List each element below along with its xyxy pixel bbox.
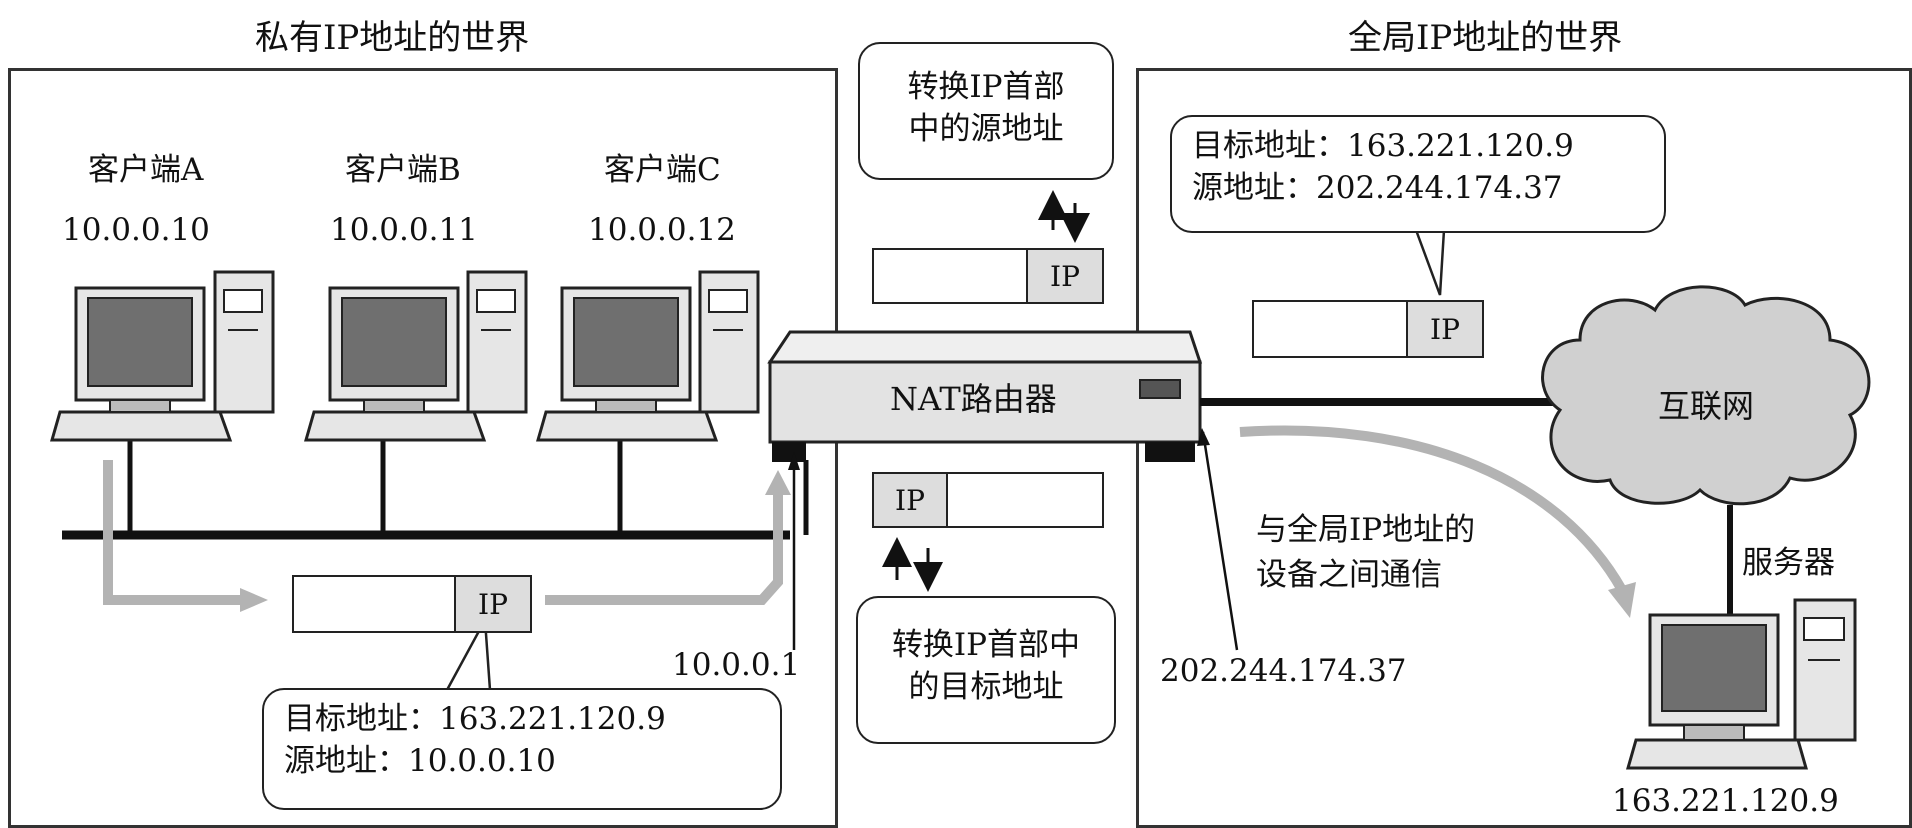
router-lan-ip: 10.0.0.1 [672,647,801,683]
flow-arrow-packet-to-router [545,495,783,605]
translate-dst-line1: 转换IP首部中 [891,627,1081,663]
global-dst-address: 目标地址：163.221.120.9 [1192,128,1574,164]
client-c-name: 客户端C [604,152,721,188]
packet-data [294,577,454,631]
global-region-title: 全局IP地址的世界 [1348,18,1623,58]
internet-label: 互联网 [1658,387,1755,425]
packet-data [1254,302,1406,356]
packet-translated-src: IP [872,248,1104,304]
nat-router-device [767,330,1203,462]
router-wan-ip: 202.244.174.37 [1160,653,1407,689]
packet-data [874,250,1026,302]
global-src-address: 源地址：202.244.174.37 [1192,170,1563,206]
private-packet-bubble: 目标地址：163.221.120.9 源地址：10.0.0.10 [262,688,782,810]
client-c-computer [536,270,760,442]
server-ip: 163.221.120.9 [1612,783,1839,819]
client-a-computer [50,270,275,442]
client-a-ip: 10.0.0.10 [62,212,210,248]
private-dst-address: 目标地址：163.221.120.9 [284,701,666,737]
global-bubble-tail [1414,229,1446,296]
client-b-computer [304,270,528,442]
private-region-title: 私有IP地址的世界 [255,18,530,58]
packet-global: IP [1252,300,1484,358]
server-computer [1626,598,1857,770]
translate-dst-line2: 的目标地址 [908,669,1064,705]
packet-ip-header: IP [874,474,948,526]
packet-translated-dst: IP [872,472,1104,528]
packet-ip-header: IP [1406,302,1482,356]
wan-ip-leader [1201,431,1239,651]
translate-src-line2: 中的源地址 [908,111,1064,147]
translate-src-line1: 转换IP首部 [907,69,1065,105]
packet-data [948,474,1102,526]
nat-router-label: NAT路由器 [890,380,1057,418]
server-label: 服务器 [1742,545,1835,581]
client-b-ip: 10.0.0.11 [330,212,478,248]
translate-src-bubble: 转换IP首部 中的源地址 [858,42,1114,180]
translate-dst-bubble: 转换IP首部中 的目标地址 [856,596,1116,744]
client-c-ip: 10.0.0.12 [588,212,736,248]
comm-note-line1: 与全局IP地址的 [1256,512,1476,548]
packet-ip-header: IP [454,577,530,631]
flow-arrow-router-to-server [1239,425,1627,593]
private-src-address: 源地址：10.0.0.10 [284,743,556,779]
flow-arrow-client-to-packet [103,460,240,605]
packet-private: IP [292,575,532,633]
global-packet-bubble: 目标地址：163.221.120.9 源地址：202.244.174.37 [1170,115,1666,233]
internet-cloud [1541,285,1871,506]
client-a-name: 客户端A [88,152,204,188]
comm-note-line2: 设备之间通信 [1256,557,1442,593]
packet-ip-header: IP [1026,250,1102,302]
client-b-name: 客户端B [345,152,461,188]
